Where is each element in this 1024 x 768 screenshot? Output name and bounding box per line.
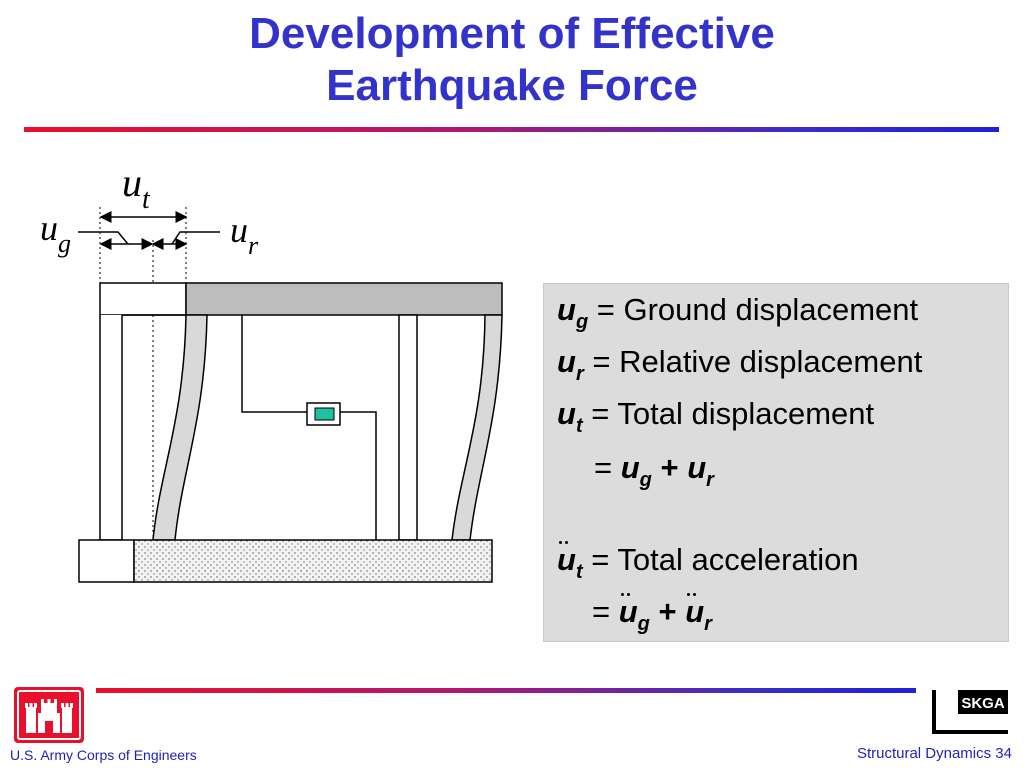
- mass-block: [314, 407, 335, 421]
- svg-text:SKGA: SKGA: [961, 695, 1005, 712]
- title-line-1: Development of Effective: [249, 9, 775, 58]
- definitions-box: ug = Ground displacement ur = Relative d…: [543, 283, 1009, 642]
- mass-rod-left: [241, 315, 307, 413]
- bottom-divider: [96, 688, 916, 693]
- undeformed-column-left: [99, 315, 123, 541]
- top-divider: [24, 127, 999, 132]
- foundation-original: [78, 539, 135, 583]
- def-total-acceleration-equation: = ug + ur: [592, 593, 712, 635]
- label-ug: ug: [40, 208, 71, 258]
- def-ground-displacement: ug = Ground displacement: [557, 292, 919, 333]
- middle-column: [398, 314, 418, 541]
- slide-title: Development of Effective Earthquake Forc…: [0, 8, 1024, 112]
- deformed-column-left: [152, 314, 208, 541]
- foundation-displaced: [133, 539, 493, 583]
- footer-page-label: Structural Dynamics 34: [856, 745, 1012, 762]
- label-ut: ut: [122, 160, 151, 215]
- def-total-displacement: ut = Total displacement: [557, 396, 875, 437]
- ug-leader: [78, 231, 129, 245]
- ur-leader: [171, 231, 220, 245]
- mass-rod-right: [340, 411, 377, 540]
- castle-icon: [14, 687, 84, 743]
- skga-logo: SKGA: [932, 690, 1008, 734]
- deformed-beam: [185, 282, 503, 316]
- deformed-column-right: [451, 314, 503, 541]
- def-total-acceleration: ut = Total acceleration: [557, 541, 859, 583]
- def-total-displacement-equation: = ug + ur: [594, 450, 714, 491]
- title-line-2: Earthquake Force: [326, 61, 698, 110]
- frame-diagram: ut ug ur: [40, 160, 503, 583]
- footer-organization: U.S. Army Corps of Engineers: [10, 747, 197, 763]
- undeformed-beam: [99, 282, 187, 316]
- label-ur: ur: [230, 210, 259, 260]
- def-relative-displacement: ur = Relative displacement: [557, 344, 923, 385]
